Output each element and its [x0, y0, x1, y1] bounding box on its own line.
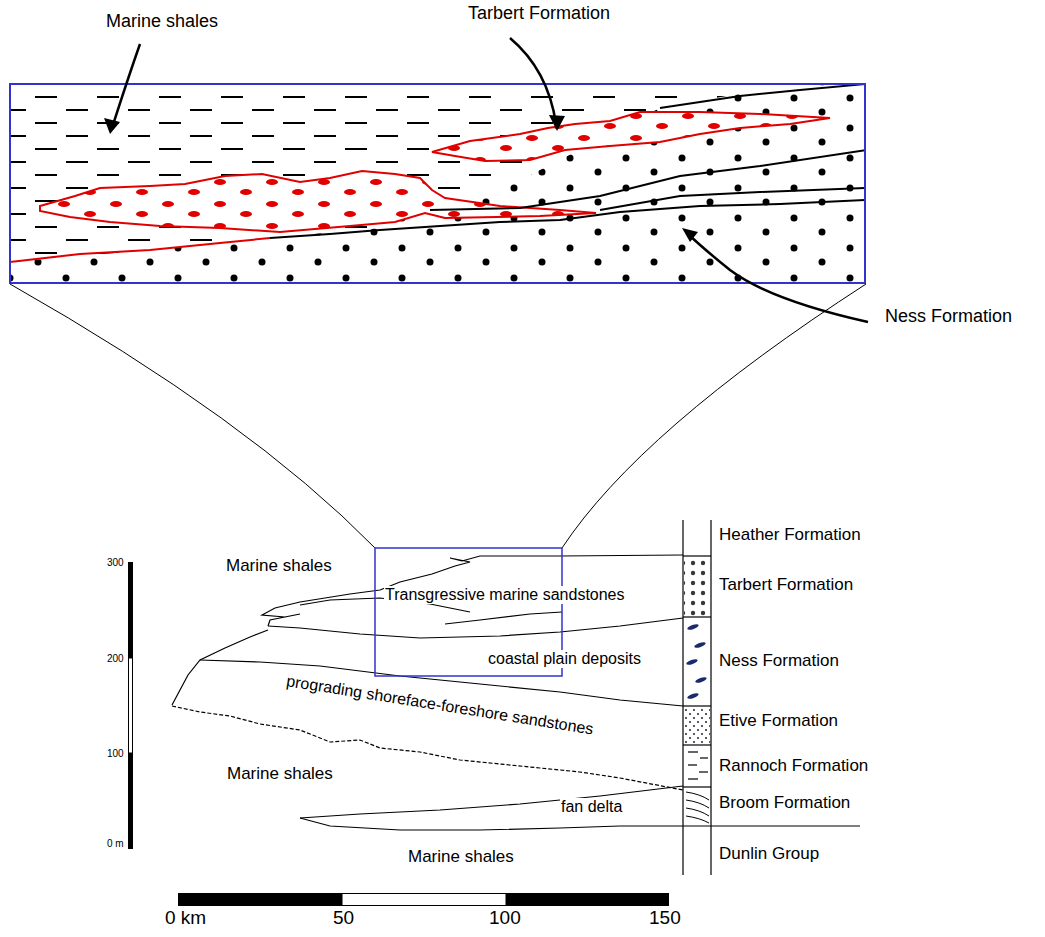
scale-number: 150 [648, 908, 682, 929]
formation-name: Heather Formation [718, 526, 862, 545]
scale-number: 100 [488, 908, 522, 929]
unit-label: Marine shales [226, 765, 334, 784]
formation-name: Broom Formation [718, 794, 851, 813]
formation-name: Ness Formation [718, 652, 840, 671]
unit-label: Transgressive marine sandstones [384, 586, 626, 604]
scale-number: 300 [106, 557, 125, 568]
scale-number: 0 km [164, 908, 207, 929]
callout-label: Tarbert Formation [467, 4, 611, 24]
scale-number: 0 m [106, 838, 125, 849]
unit-label: Marine shales [407, 848, 515, 867]
formation-name: Rannoch Formation [718, 757, 869, 776]
unit-label: coastal plain deposits [487, 650, 642, 668]
formation-name: Etive Formation [718, 712, 839, 731]
callout-label: Ness Formation [884, 307, 1013, 327]
formation-name: Tarbert Formation [718, 576, 854, 595]
scale-number: 200 [106, 653, 125, 664]
scale-number: 50 [332, 908, 355, 929]
unit-label: fan delta [560, 798, 623, 816]
unit-label: prograding shoreface-foreshore sandstone… [284, 672, 595, 738]
unit-label: Marine shales [225, 557, 333, 576]
callout-label: Marine shales [105, 12, 219, 32]
scale-number: 100 [106, 748, 125, 759]
formation-name: Dunlin Group [718, 845, 820, 864]
